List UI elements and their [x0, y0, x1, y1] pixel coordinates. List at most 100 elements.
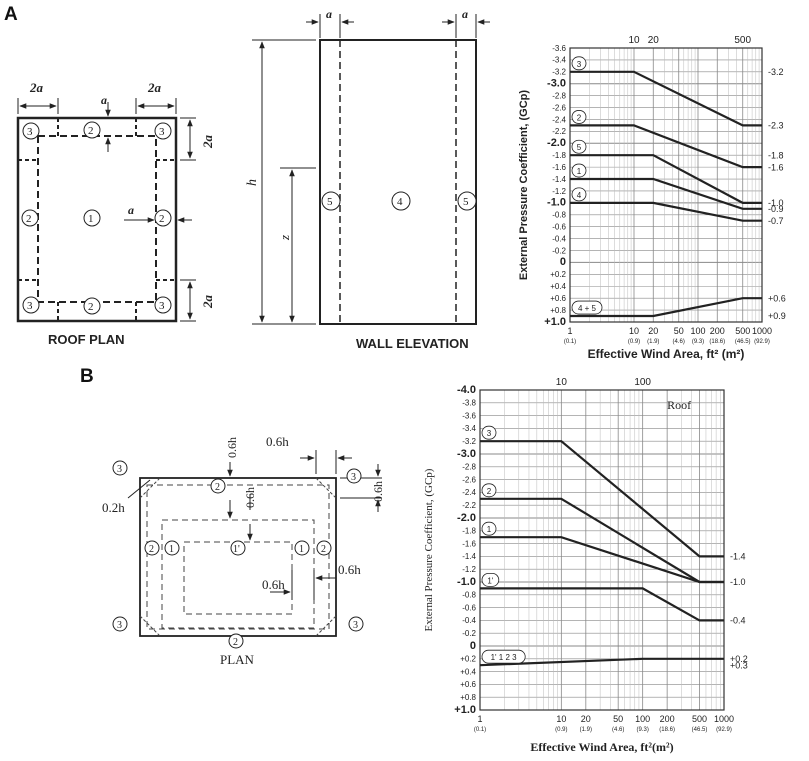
chart-a-right-label: -1.6: [768, 162, 784, 172]
chart-a-xtick-metric: (18.6): [709, 339, 725, 345]
chart-a-ytick-label: -1.2: [552, 187, 566, 196]
chart-a-xtick-metric: (4.6): [673, 339, 685, 345]
plan-zone-1-left: 1: [169, 544, 174, 555]
chart-b-series-line: [480, 587, 724, 622]
plan-dim-06h-lower1: 0.6h: [338, 562, 361, 577]
chart-b-ytick-label: -3.0: [457, 448, 476, 460]
plan-zone-1-right: 1: [299, 544, 304, 555]
chart-a-series-label: 4 + 5: [578, 304, 597, 313]
chart-b-ytick-label: -1.8: [462, 527, 476, 536]
chart-b-xtick-metric: (9.3): [636, 727, 648, 733]
chart-b-series-line: [480, 497, 724, 584]
wall-zone-4: 4: [397, 196, 403, 208]
roof-dim-2a-right-bottom: 2a: [200, 295, 215, 310]
chart-a-series-badge: [571, 300, 603, 315]
chart-a-ytick-label: -3.6: [552, 44, 566, 53]
plan-zone-2-bottom: 2: [233, 637, 238, 648]
chart-a-ytick-label: -1.6: [552, 163, 566, 172]
chart-a-ytick-label: +0.6: [550, 294, 566, 303]
roof-dim-2a-left: 2a: [29, 80, 44, 95]
chart-b-series-line: [480, 536, 724, 584]
plan-zone-3-br: 3: [353, 620, 358, 631]
plan-zone-3-tl: 3: [117, 464, 122, 475]
chart-b-ytick-label: -1.6: [462, 539, 476, 548]
chart-b-frame: [479, 389, 725, 711]
wall-dim-z: z: [277, 235, 292, 241]
chart-b-series-badge: [481, 425, 497, 440]
chart-b-annotation: Roof: [667, 398, 691, 412]
chart-a-ytick-label: +0.2: [550, 270, 566, 279]
chart-a-ytick-label: +1.0: [544, 316, 566, 328]
chart-a-xlabel: Effective Wind Area, ft² (m²): [588, 347, 745, 361]
chart-b-xtick-metric: (0.9): [555, 727, 567, 733]
chart-b-ytick-label: +0.6: [460, 680, 476, 689]
chart-b-ytick-label: -0.8: [462, 591, 476, 600]
roof-zone-3-bl: 3: [27, 300, 33, 312]
chart-a-xtick-label: 100: [690, 326, 705, 336]
chart-a-series-label: 3: [577, 60, 582, 69]
chart-b-ytick-label: -2.6: [462, 475, 476, 484]
roof-zone-3-br: 3: [159, 300, 165, 312]
roof-dim-2a-right: 2a: [147, 80, 162, 95]
chart-b-series-line: [480, 440, 724, 558]
wall-elevation: a a h z 5 4 5 WALL ELEVATION: [245, 7, 490, 351]
chart-a-ytick-label: -0.2: [552, 246, 566, 255]
chart-a-frame: [569, 47, 763, 323]
chart-a-right-label: -3.2: [768, 67, 784, 77]
chart-a-series-line: [570, 124, 762, 169]
chart-a-series-line: [570, 201, 762, 222]
plan-dim-06h-right: 0.6h: [371, 481, 385, 502]
chart-a-series-badge: [571, 163, 587, 178]
wall-outline: [319, 39, 477, 325]
plan-zone-2-right: 2: [321, 544, 326, 555]
chart-a-ytick-label: -2.6: [552, 103, 566, 112]
chart-a-xtick-label: 10: [629, 326, 639, 336]
wall-elevation-caption: WALL ELEVATION: [356, 336, 469, 351]
chart-b-top-tick: 10: [556, 377, 568, 388]
chart-a-xtick-metric: (0.1): [564, 339, 576, 345]
chart-b-ytick-label: -3.4: [462, 424, 476, 433]
chart-a-series-line: [570, 154, 762, 204]
plan-zone-2-left: 2: [149, 544, 154, 555]
chart-a-right-label: +0.9: [768, 311, 786, 321]
chart-a-xtick-metric: (9.3): [692, 339, 704, 345]
chart-a-top-tick: 10: [628, 35, 640, 46]
chart-b-xtick-metric: (92.9): [716, 727, 732, 733]
plan-dim-06h-vert1: 0.6h: [225, 437, 239, 458]
chart-a-right-label: -2.3: [768, 121, 784, 131]
chart-b-series-line: [479, 657, 724, 667]
roof-zone-2-right: 2: [159, 213, 165, 225]
chart-a-right-label: -1.8: [768, 150, 784, 160]
roof-dim-a-right: a: [128, 203, 134, 217]
chart-b-right-label: -1.0: [730, 577, 746, 587]
roof-plan-caption: ROOF PLAN: [48, 332, 125, 347]
chart-a-xtick-metric: (46.5): [735, 339, 751, 345]
chart-a-right-label: -1.0: [768, 198, 784, 208]
chart-a-ytick-label: -0.8: [552, 211, 566, 220]
chart-b-ytick-label: -0.2: [462, 629, 476, 638]
chart-a-top-tick: 20: [648, 35, 660, 46]
plan-zone-3-bl: 3: [117, 620, 122, 631]
chart-a-series-badge: [571, 110, 587, 124]
chart-a-right-label: -0.7: [768, 216, 784, 226]
chart-a-series-label: 1: [577, 167, 582, 176]
chart-b-ytick-label: -3.8: [462, 399, 476, 408]
chart-a-xtick-label: 50: [674, 326, 684, 336]
chart-b-ytick-label: -2.8: [462, 463, 476, 472]
chart-a-ytick-label: -2.4: [552, 115, 566, 124]
chart-b-ytick-label: -0.4: [462, 616, 476, 625]
chart-b-xtick-label: 1000: [714, 714, 734, 724]
chart-a-ytick-label: -0.4: [552, 234, 566, 243]
chart-b-right-label: +0.2: [730, 654, 748, 664]
chart-a-right-label: -0.9: [768, 204, 784, 214]
chart-b-xtick-label: 200: [660, 714, 675, 724]
chart-a-series-badge: [571, 56, 587, 71]
chart-a-xtick-label: 500: [735, 326, 750, 336]
chart-a-ytick-label: -1.8: [552, 151, 566, 160]
chart-b-series-label: 1: [487, 525, 492, 534]
wall-zone-5-right: 5: [463, 196, 469, 208]
plan-dim-06h-lower2: 0.6h: [262, 577, 285, 592]
wall-dim-a-left: a: [326, 7, 332, 21]
wall-zone-5-left: 5: [327, 196, 333, 208]
panel-a-chart: -3.6-3.4-3.2-3.0-2.8-2.6-2.4-2.2-2.0-1.8…: [518, 35, 786, 361]
